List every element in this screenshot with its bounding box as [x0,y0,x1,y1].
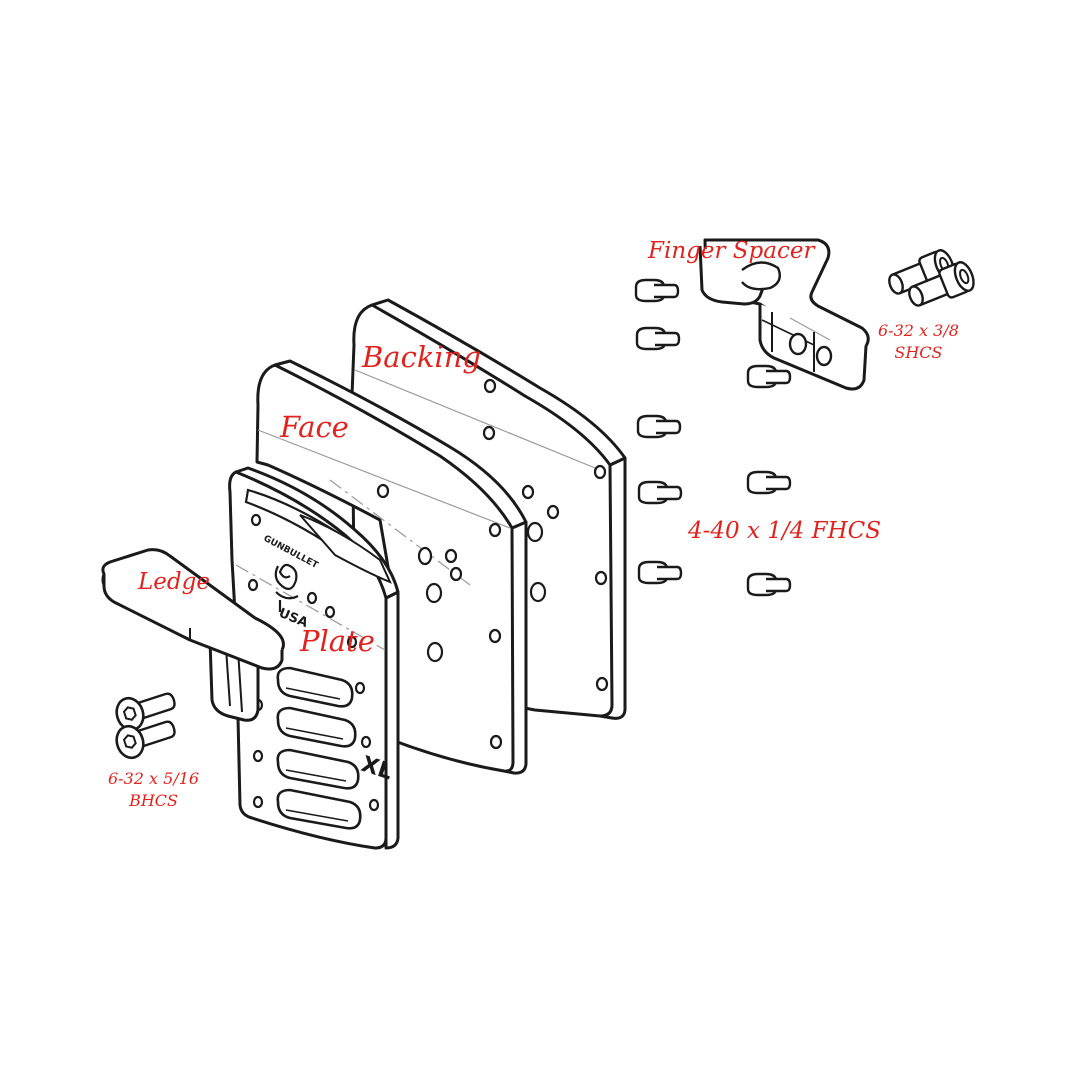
face-label: Face [280,410,349,444]
shcs-label: 6-32 x 3/8 SHCS [878,320,959,363]
shcs-screw-set [883,246,979,314]
ledge-part [101,548,285,722]
bhcs-screw-set [111,683,180,763]
backing-label: Backing [362,340,481,374]
finger-spacer-label: Finger Spacer [648,238,815,264]
finger-spacer-part [698,238,870,391]
shcs-type-label: SHCS [894,342,943,362]
bhcs-type-label: BHCS [129,790,178,810]
face-face [255,363,515,773]
plate-logo-seal [274,563,299,612]
bhcs-size-label: 6-32 x 5/16 [108,769,200,788]
plate-part: GUNBULLET USA XL [228,466,400,850]
shcs-size-label: 6-32 x 3/8 [878,321,959,340]
ledge-label: Ledge [138,569,210,595]
plate-side [384,590,400,850]
bhcs-label: 6-32 x 5/16 BHCS [108,768,199,811]
fhcs-label: 4-40 x 1/4 FHCS [688,518,881,544]
plate-label: Plate [300,624,375,658]
face-part [255,359,528,775]
